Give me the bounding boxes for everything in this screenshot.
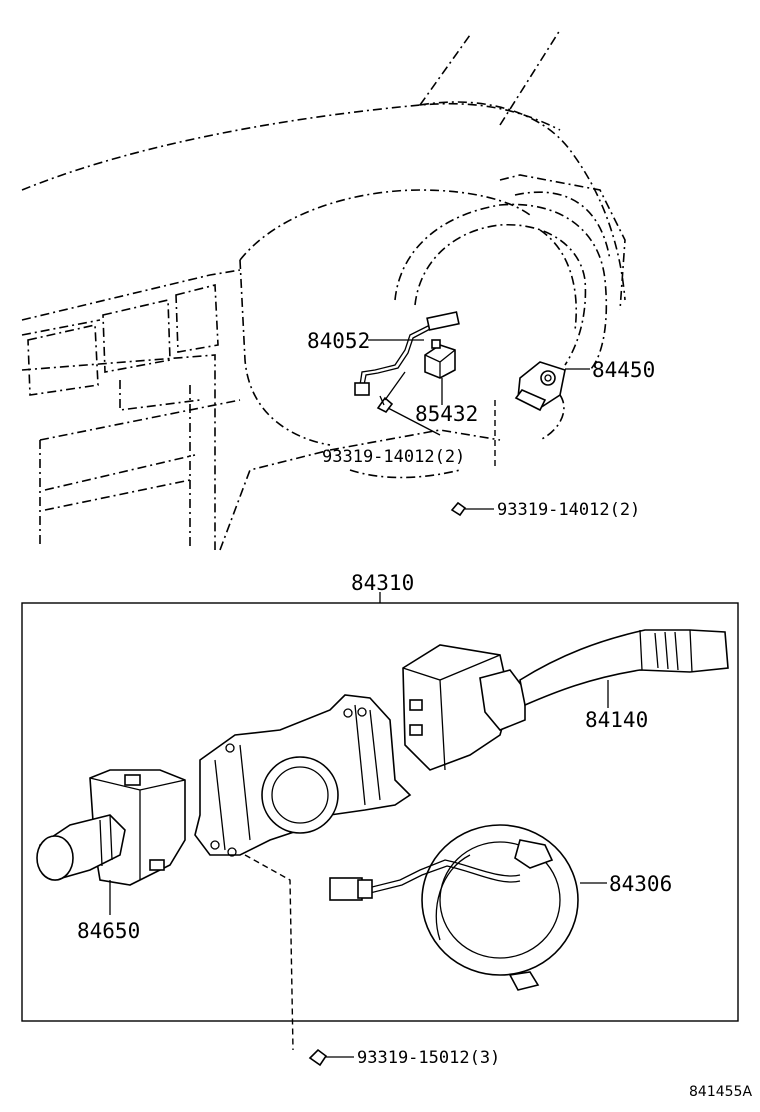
- spiral-cable-84306: [329, 824, 579, 991]
- label-85432: 85432: [415, 402, 478, 426]
- label-84052: 84052: [307, 329, 370, 353]
- dashboard-outline: [21, 29, 626, 551]
- column-base-84310: [194, 694, 412, 857]
- leader-lines-top: [368, 339, 590, 510]
- relay-85432: [424, 339, 456, 379]
- label-84650: 84650: [77, 919, 140, 943]
- wiper-switch-84140: [402, 629, 729, 771]
- screw-mid: [450, 501, 467, 517]
- wire-sensor-84052: [354, 311, 460, 396]
- light-switch-84650: [36, 769, 186, 886]
- screw-bottom: [308, 1048, 354, 1067]
- label-93319-15012: 93319-15012(3): [357, 1048, 500, 1068]
- figure-code: 841455A: [689, 1084, 752, 1100]
- switch-84450: [514, 361, 566, 412]
- leader-lines-box: [109, 680, 609, 1051]
- label-84450: 84450: [592, 358, 655, 382]
- label-84140: 84140: [585, 708, 648, 732]
- label-84310: 84310: [351, 571, 414, 595]
- label-93319-14012-a: 93319-14012(2): [322, 447, 465, 467]
- label-84306: 84306: [609, 872, 672, 896]
- label-93319-14012-b: 93319-14012(2): [497, 500, 640, 520]
